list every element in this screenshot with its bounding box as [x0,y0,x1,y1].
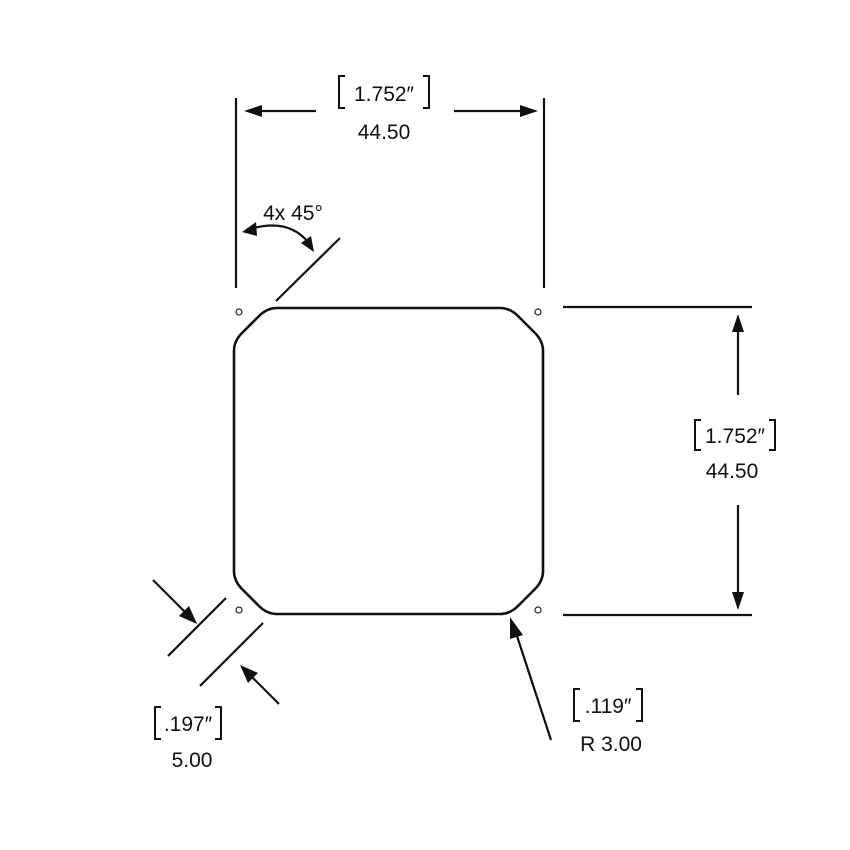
corner-hole-top-left [235,308,243,316]
arrowhead-up [732,314,744,332]
angle-arrow-left [242,222,257,236]
radius-arrow [510,617,523,639]
chamfer-leader-lower [250,675,280,705]
right-height-imperial: 1.752″ [705,425,766,448]
right-height-dimension: 1.752″ 44.50 [563,305,776,617]
chamfer-arrow-upper [179,606,197,624]
corner-radius-imperial: .119″ [585,695,632,718]
corner-hole-bottom-right [534,606,542,614]
bracket-close [636,688,643,722]
chamfer-ext-inner [199,622,264,687]
chamfer-extension-line [275,237,341,302]
chamfer-width-imperial: .197″ [164,713,213,736]
top-width-dimension: 1.752″ 44.50 [234,75,546,288]
chamfer-angle-callout: 4x 45° [242,202,341,302]
right-height-metric: 44.50 [706,460,759,483]
bracket-open [154,706,161,740]
top-width-metric: 44.50 [358,121,411,144]
arrowhead-right [520,105,538,117]
corner-radius-callout: .119″ R 3.00 [510,617,643,756]
angle-arrow-right [301,236,314,252]
chamfer-ext-outer [167,597,227,657]
bracket-open [338,75,345,109]
top-width-imperial: 1.752″ [354,83,415,106]
bracket-open [573,688,580,722]
corner-hole-top-right [534,308,542,316]
chamfer-width-metric: 5.00 [172,749,213,772]
chamfer-leader-upper [152,579,187,614]
chamfer-angle-label: 4x 45° [263,202,323,225]
bracket-open [694,419,701,451]
bracket-close [215,706,222,740]
corner-hole-bottom-left [235,606,243,614]
bracket-close [423,75,430,109]
angle-arc [249,224,309,243]
arrowhead-down [732,592,744,610]
radius-leader [515,635,553,741]
plate-outline [232,306,545,616]
bracket-close [769,419,776,451]
corner-radius-metric: R 3.00 [580,733,642,756]
arrowhead-left [244,105,262,117]
chamfer-width-dimension: .197″ 5.00 [152,579,280,772]
chamfer-arrow-lower [240,665,258,683]
